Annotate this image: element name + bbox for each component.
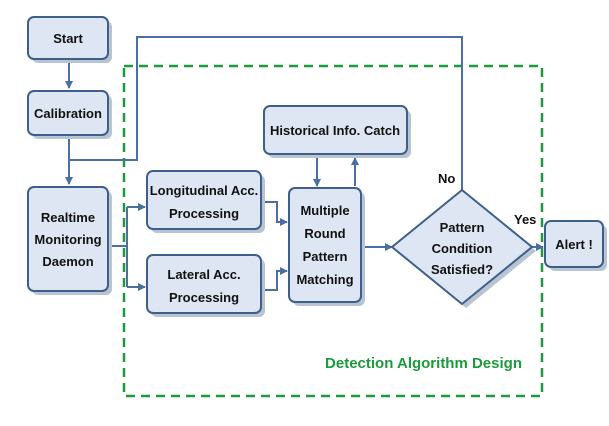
calibration-node: Calibration <box>27 90 112 139</box>
pattern-matching-node: Multiple Round Pattern Matching <box>288 187 365 306</box>
yes-label: Yes <box>514 212 536 227</box>
lateral-label-line-1: Lateral Acc. <box>167 267 240 282</box>
matching-label-line-2: Round <box>304 226 345 241</box>
historical-label: Historical Info. Catch <box>270 123 400 138</box>
arrow-lateral-matching <box>262 267 288 291</box>
alert-label: Alert ! <box>555 237 593 252</box>
connectors <box>65 36 544 291</box>
matching-label-line-3: Pattern <box>303 249 348 264</box>
longitudinal-node: Longitudinal Acc. Processing <box>146 170 265 233</box>
decision-label-line-1: Pattern <box>440 220 485 235</box>
decision-node: Pattern Condition Satisfied? <box>390 188 536 308</box>
calibration-label: Calibration <box>34 106 102 121</box>
alert-node: Alert ! <box>544 220 607 271</box>
arrow-no-loop <box>69 36 463 190</box>
decision-label-line-2: Condition <box>432 241 493 256</box>
realtime-monitoring-node: Realtime Monitoring Daemon <box>27 186 112 295</box>
longitudinal-label-line-1: Longitudinal Acc. <box>150 183 259 198</box>
realtime-label-line-2: Monitoring <box>34 232 101 247</box>
lateral-node: Lateral Acc. Processing <box>146 254 265 317</box>
realtime-label-line-1: Realtime <box>41 210 95 225</box>
start-node: Start <box>27 16 112 63</box>
no-label: No <box>438 171 455 186</box>
longitudinal-label-line-2: Processing <box>169 206 239 221</box>
start-label: Start <box>53 31 83 46</box>
detection-region-label: Detection Algorithm Design <box>325 355 522 372</box>
decision-label-line-3: Satisfied? <box>431 262 493 277</box>
arrow-longitudinal-matching <box>262 201 288 226</box>
historical-info-node: Historical Info. Catch <box>263 105 411 158</box>
lateral-label-line-2: Processing <box>169 290 239 305</box>
matching-label-line-1: Multiple <box>300 203 349 218</box>
matching-label-line-4: Matching <box>296 272 353 287</box>
realtime-label-line-3: Daemon <box>42 254 93 269</box>
